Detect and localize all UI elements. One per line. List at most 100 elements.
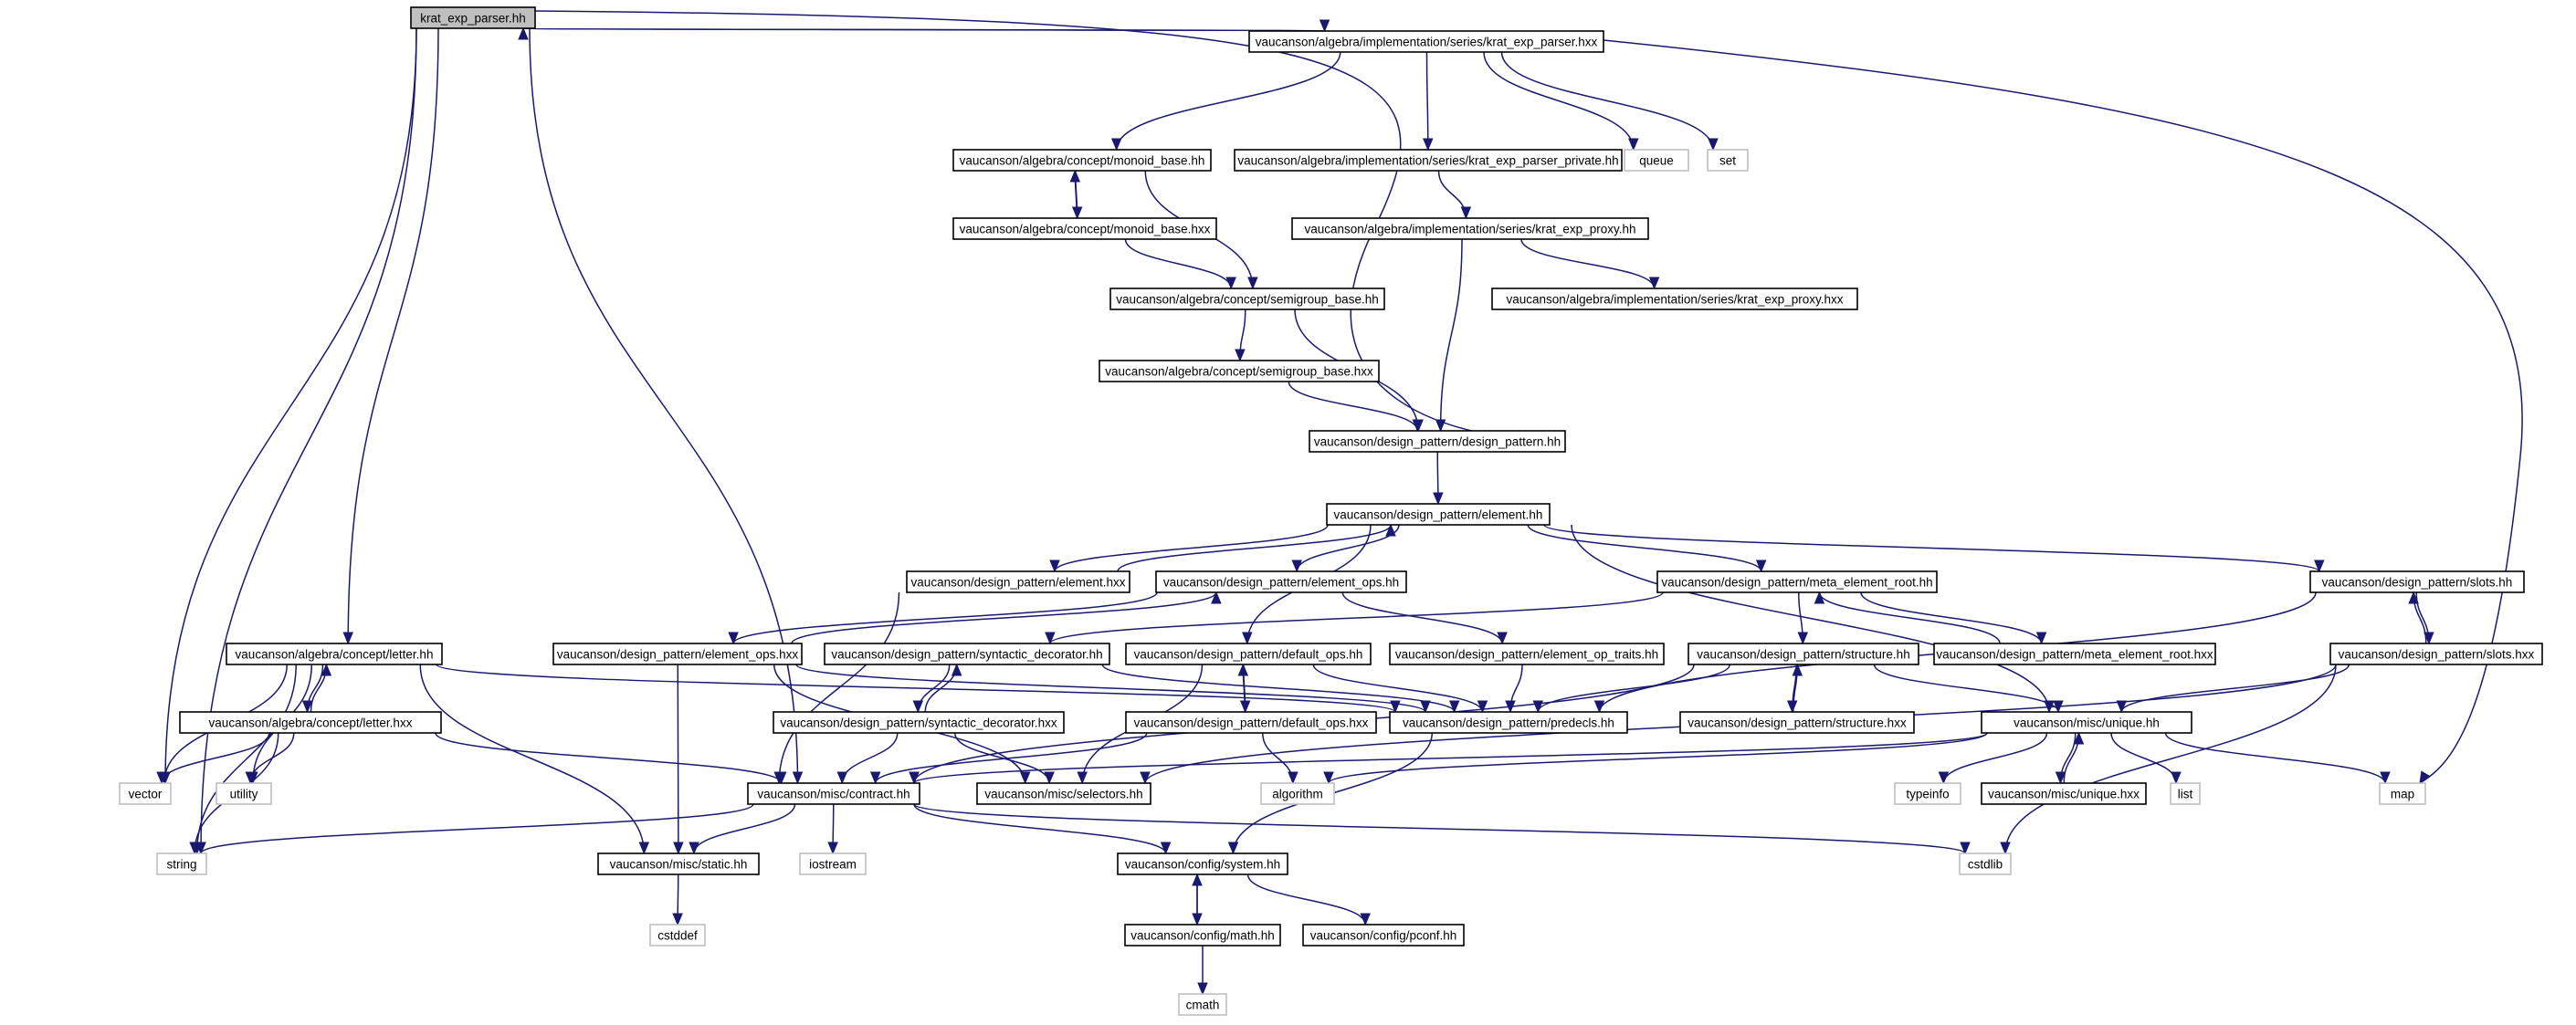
node-letter_hh[interactable]: vaucanson/algebra/concept/letter.hh <box>226 643 443 665</box>
node-cstddef: cstddef <box>649 924 706 947</box>
node-struct_hh[interactable]: vaucanson/design_pattern/structure.hh <box>1688 643 1919 665</box>
arrowhead-struct_hh-to-struct_hxx <box>1786 700 1798 714</box>
node-math_hh[interactable]: vaucanson/config/math.hh <box>1124 924 1281 947</box>
arrowhead-syn_hxx-to-contract <box>836 771 848 785</box>
arrowhead-meta_hh-to-struct_hh <box>1797 632 1809 645</box>
arrowhead-defops_hxx-to-algorithm <box>1288 771 1299 785</box>
arrowhead-contract-to-string <box>195 842 206 855</box>
node-letter_hxx[interactable]: vaucanson/algebra/concept/letter.hxx <box>179 711 442 734</box>
node-box <box>649 924 706 947</box>
arrowhead-meta_hh-to-meta_hxx <box>2035 632 2047 645</box>
edge-unique_hh-to-contract <box>913 732 1988 784</box>
node-box <box>1679 711 1915 734</box>
node-selectors[interactable]: vaucanson/misc/selectors.hh <box>976 782 1151 805</box>
node-label: vector <box>129 788 163 801</box>
arrowhead-unique_hh-to-list <box>2171 771 2182 785</box>
arrowhead-kep_hxx-to-monoid_hh <box>1110 138 1122 152</box>
node-label: vaucanson/design_pattern/structure.hxx <box>1688 716 1907 730</box>
arrowhead-monoid_hh-to-semi_hh <box>1247 277 1258 290</box>
edge-root-to-contract <box>529 27 799 784</box>
edge-struct_hh-to-unique_hh <box>1873 664 2059 713</box>
node-predecls[interactable]: vaucanson/design_pattern/predecls.hh <box>1389 711 1628 734</box>
node-label: cmath <box>1186 999 1220 1012</box>
node-contract[interactable]: vaucanson/misc/contract.hh <box>747 782 920 805</box>
node-system_hh[interactable]: vaucanson/config/system.hh <box>1117 852 1288 875</box>
node-root[interactable]: krat_exp_parser.hh <box>410 6 536 29</box>
node-box <box>1656 570 1938 593</box>
node-pconf_hh[interactable]: vaucanson/config/pconf.hh <box>1302 924 1465 947</box>
node-meta_hxx[interactable]: vaucanson/design_pattern/meta_element_ro… <box>1933 643 2216 665</box>
node-label: string <box>166 858 196 872</box>
arrowhead-static_hh-to-cstddef <box>672 913 683 926</box>
node-proxy_hxx[interactable]: vaucanson/algebra/implementation/series/… <box>1491 288 1858 310</box>
arrowhead-kep_hxx-to-root <box>518 26 529 40</box>
node-elops_hh[interactable]: vaucanson/design_pattern/element_ops.hh <box>1155 570 1407 593</box>
node-semi_hxx[interactable]: vaucanson/algebra/concept/semigroup_base… <box>1099 360 1380 382</box>
edge-letter_hh-to-string <box>195 664 297 854</box>
arrowhead-struct_hxx-to-struct_hh <box>1792 663 1803 676</box>
node-defops_hxx[interactable]: vaucanson/design_pattern/default_ops.hxx <box>1125 711 1377 734</box>
node-monoid_hh[interactable]: vaucanson/algebra/concept/monoid_base.hh <box>952 149 1212 172</box>
arrowhead-system_hh-to-pconf_hh <box>1360 913 1371 926</box>
node-box <box>1124 924 1281 947</box>
node-dp_hh[interactable]: vaucanson/design_pattern/design_pattern.… <box>1309 430 1566 453</box>
arrowhead-elops_hh-to-optraits_hh <box>1497 632 1508 645</box>
node-box <box>1099 360 1380 382</box>
node-box <box>799 852 867 875</box>
node-box <box>410 6 536 29</box>
node-monoid_hxx[interactable]: vaucanson/algebra/concept/monoid_base.hx… <box>952 217 1217 240</box>
node-kep_hxx[interactable]: vaucanson/algebra/implementation/series/… <box>1248 30 1604 53</box>
arrowhead-defops_hh-to-predecls <box>1477 700 1488 714</box>
node-box <box>1291 217 1649 240</box>
edge-letter_hxx-to-contract <box>435 732 783 784</box>
node-box <box>1688 643 1919 665</box>
node-label: queue <box>1639 154 1674 168</box>
node-optraits_hh[interactable]: vaucanson/design_pattern/element_op_trai… <box>1389 643 1665 665</box>
node-unique_hxx[interactable]: vaucanson/misc/unique.hxx <box>1981 782 2147 805</box>
node-label: vaucanson/design_pattern/element_ops.hxx <box>557 648 798 662</box>
node-box <box>2329 643 2543 665</box>
edge-semi_hxx-to-dp_hh <box>1288 381 1419 432</box>
node-box <box>1389 643 1665 665</box>
node-box <box>1389 711 1628 734</box>
arrowhead-kep_hxx-to-set <box>1708 138 1719 152</box>
arrowhead-elops_hxx-to-elops_hh <box>1211 591 1222 604</box>
arrowhead-predecls-to-system_hh <box>1227 842 1239 855</box>
node-syn_hh[interactable]: vaucanson/design_pattern/syntactic_decor… <box>824 643 1110 665</box>
arrowhead-syn_hh-to-predecls <box>1448 700 1460 714</box>
arrowhead-unique_hh-to-contract <box>909 771 920 785</box>
edge-letter_hxx-to-vector <box>161 732 270 784</box>
node-static_hh[interactable]: vaucanson/misc/static.hh <box>597 852 760 875</box>
node-elops_hxx[interactable]: vaucanson/design_pattern/element_ops.hxx <box>552 643 803 665</box>
node-label: vaucanson/algebra/implementation/series/… <box>1237 154 1618 168</box>
node-box <box>906 570 1130 593</box>
edge-elops_hxx-to-predecls <box>795 664 1426 713</box>
node-box <box>1309 430 1566 453</box>
node-el_hh[interactable]: vaucanson/design_pattern/element.hh <box>1326 503 1551 526</box>
node-struct_hxx[interactable]: vaucanson/design_pattern/structure.hxx <box>1679 711 1915 734</box>
node-algorithm: algorithm <box>1260 782 1335 805</box>
node-meta_hh[interactable]: vaucanson/design_pattern/meta_element_ro… <box>1656 570 1938 593</box>
node-syn_hxx[interactable]: vaucanson/design_pattern/syntactic_decor… <box>773 711 1065 734</box>
node-label: vaucanson/design_pattern/design_pattern.… <box>1314 435 1561 449</box>
arrowhead-math_hh-to-system_hh <box>1192 873 1203 886</box>
edge-kep_hxx-to-set <box>1500 51 1714 151</box>
node-kep_priv[interactable]: vaucanson/algebra/implementation/series/… <box>1234 149 1623 172</box>
node-label: vaucanson/design_pattern/meta_element_ro… <box>1936 648 2213 662</box>
node-slots_hxx[interactable]: vaucanson/design_pattern/slots.hxx <box>2329 643 2543 665</box>
node-box <box>226 643 443 665</box>
node-box <box>1894 782 1961 805</box>
node-proxy_hh[interactable]: vaucanson/algebra/implementation/series/… <box>1291 217 1649 240</box>
node-slots_hh[interactable]: vaucanson/design_pattern/slots.hh <box>2309 570 2525 593</box>
node-unique_hh[interactable]: vaucanson/misc/unique.hh <box>1981 711 2192 734</box>
arrowhead-elops_hh-to-elops_hxx <box>728 632 739 645</box>
node-el_hxx[interactable]: vaucanson/design_pattern/element.hxx <box>906 570 1130 593</box>
node-semi_hh[interactable]: vaucanson/algebra/concept/semigroup_base… <box>1109 288 1385 310</box>
node-label: set <box>1719 154 1736 168</box>
node-defops_hh[interactable]: vaucanson/design_pattern/default_ops.hh <box>1125 643 1372 665</box>
node-box <box>1959 852 2012 875</box>
arrowhead-proxy_hh-to-dp_hh <box>1435 419 1446 433</box>
edge-elops_hh-to-elops_hxx <box>732 591 1158 644</box>
node-box <box>1109 288 1385 310</box>
